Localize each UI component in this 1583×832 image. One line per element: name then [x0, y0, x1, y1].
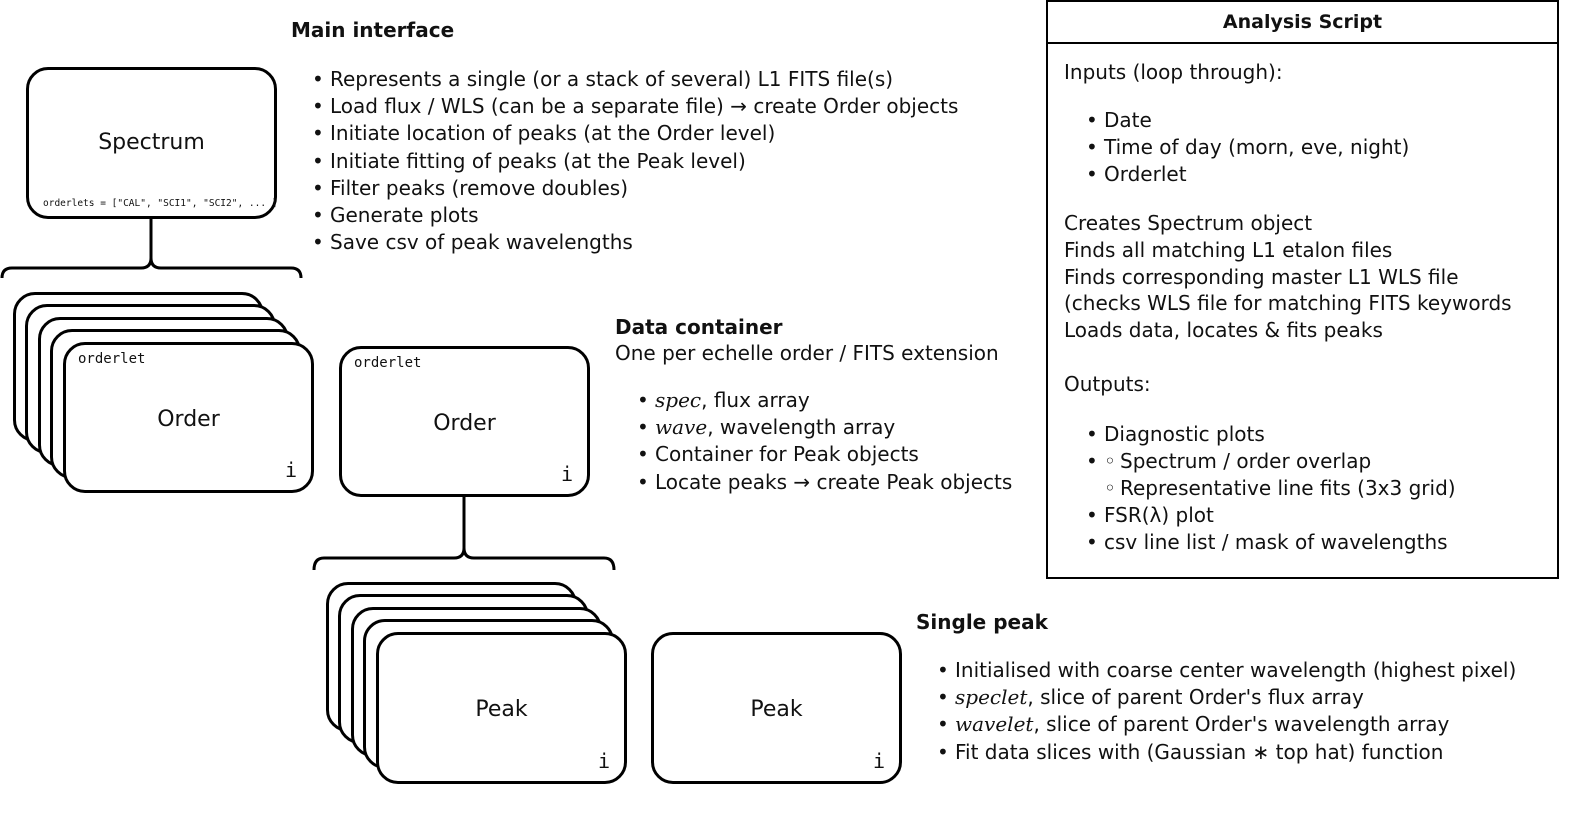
list-item: Representative line fits (3x3 grid) [1080, 475, 1456, 502]
peak-single: Peak i [651, 632, 902, 784]
code-wave: wave [655, 415, 708, 440]
list-item: Load flux / WLS (can be a separate file)… [306, 93, 958, 120]
order-stack-front: orderlet Order i [63, 342, 314, 493]
inputs-list: Date Time of day (morn, eve, night) Orde… [1080, 107, 1409, 188]
diagnostic-sublist: Spectrum / order overlap Representative … [1080, 448, 1456, 503]
spectrum-orderlets-attr: orderlets = ["CAL", "SCI1", "SCI2", ... … [43, 198, 278, 209]
order-title: Order [157, 407, 220, 432]
list-item: wave, wavelength array [631, 414, 1012, 441]
outputs-label: Outputs: [1064, 372, 1151, 396]
inputs-label: Inputs (loop through): [1064, 60, 1283, 84]
list-item: Date [1080, 107, 1409, 134]
list-item: Locate peaks → create Peak objects [631, 469, 1012, 496]
list-item: Initiate location of peaks (at the Order… [306, 120, 958, 147]
list-item-sub: Spectrum / order overlap Representative … [1080, 448, 1456, 503]
list-item: Orderlet [1080, 161, 1409, 188]
list-item: Represents a single (or a stack of sever… [306, 66, 958, 93]
step-line: Creates Spectrum object [1064, 211, 1313, 235]
list-item: Fit data slices with (Gaussian ∗ top hat… [931, 739, 1516, 766]
code-speclet: speclet [955, 685, 1028, 710]
info-icon: i [872, 749, 885, 773]
list-item: Generate plots [306, 202, 958, 229]
spectrum-box: Spectrum orderlets = ["CAL", "SCI1", "SC… [26, 67, 278, 219]
order-single: orderlet Order i [339, 346, 590, 497]
info-icon: i [284, 458, 297, 482]
step-line: Finds corresponding master L1 WLS file [1064, 264, 1459, 289]
step-line: Finds all matching L1 etalon files [1064, 237, 1393, 262]
order-brace [312, 547, 616, 571]
list-item: Save csv of peak wavelengths [306, 229, 958, 256]
peak-title: Peak [750, 697, 803, 722]
list-item: Filter peaks (remove doubles) [306, 175, 958, 202]
outputs-list: Diagnostic plots Spectrum / order overla… [1080, 421, 1456, 556]
order-tag: orderlet [78, 351, 146, 367]
list-item: Container for Peak objects [631, 441, 1012, 468]
analysis-script-panel: Analysis Script Inputs (loop through): D… [1046, 0, 1559, 579]
list-item: Diagnostic plots [1080, 421, 1456, 448]
spectrum-brace [0, 257, 303, 279]
info-icon: i [597, 749, 610, 773]
list-item: Time of day (morn, eve, night) [1080, 134, 1409, 161]
list-item: spec, flux array [631, 387, 1012, 414]
data-container-subtitle: One per echelle order / FITS extension [615, 341, 999, 365]
code-spec: spec [655, 388, 702, 412]
step-line: (checks WLS file for matching FITS keywo… [1064, 291, 1512, 316]
list-item: FSR(λ) plot [1080, 502, 1456, 529]
order-title: Order [433, 411, 496, 436]
list-item: Initialised with coarse center wavelengt… [931, 657, 1516, 684]
peak-title: Peak [475, 697, 528, 722]
single-peak-heading: Single peak [916, 610, 1048, 634]
info-icon: i [560, 462, 573, 486]
list-item: Initiate fitting of peaks (at the Peak l… [306, 148, 958, 175]
order-tag: orderlet [354, 355, 422, 371]
peak-stack-front: Peak i [376, 632, 627, 784]
analysis-script-title: Analysis Script [1048, 2, 1557, 44]
list-item: speclet, slice of parent Order's flux ar… [931, 684, 1516, 711]
single-peak-list: Initialised with coarse center wavelengt… [931, 657, 1516, 766]
code-wavelet: wavelet [955, 712, 1034, 737]
data-container-list: spec, flux array wave, wavelength array … [631, 387, 1012, 496]
steps-block: Creates Spectrum object Finds all matchi… [1064, 210, 1512, 344]
list-item: Spectrum / order overlap [1080, 448, 1456, 475]
list-item: wavelet, slice of parent Order's wavelen… [931, 711, 1516, 738]
main-interface-heading: Main interface [291, 18, 455, 42]
spectrum-title: Spectrum [98, 130, 205, 155]
list-item: csv line list / mask of wavelengths [1080, 529, 1456, 556]
step-line: Loads data, locates & fits peaks [1064, 318, 1383, 343]
main-interface-list: Represents a single (or a stack of sever… [306, 66, 958, 257]
data-container-heading: Data container [615, 315, 783, 339]
